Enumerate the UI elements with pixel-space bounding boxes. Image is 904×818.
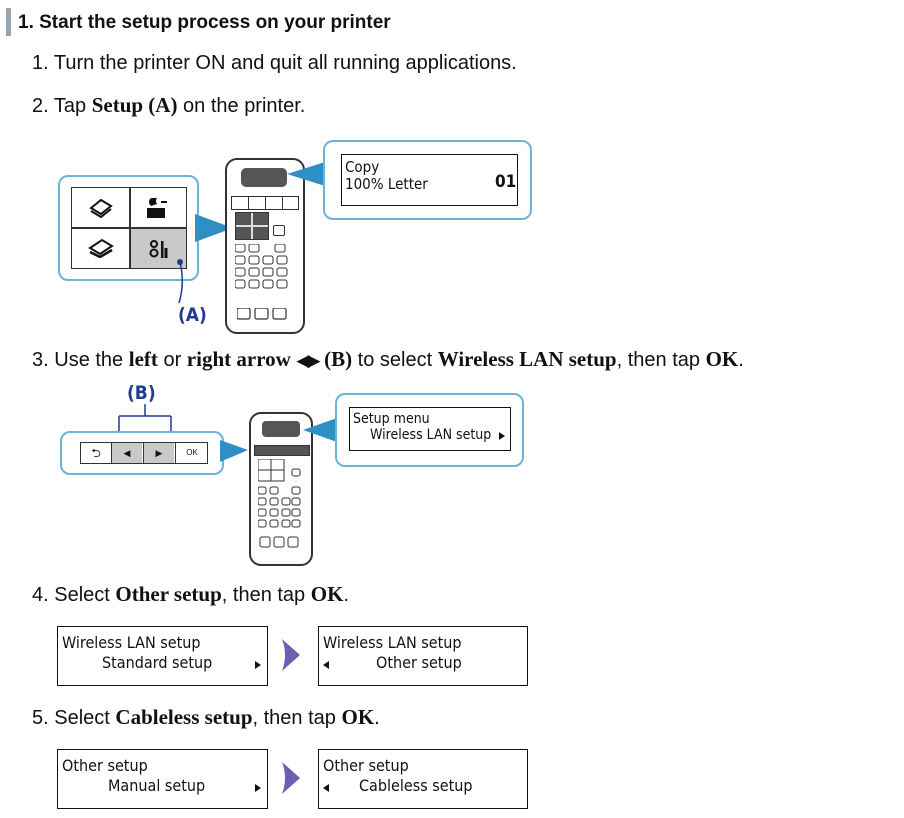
zoom-connector	[195, 214, 233, 242]
step-text: Tap	[53, 95, 92, 117]
lcd-copy-count: 01	[495, 172, 517, 192]
step-number: 5.	[32, 707, 49, 729]
callout-line-a	[177, 259, 183, 304]
panel-numpad	[234, 243, 291, 300]
lcd-left-arrow-icon	[323, 784, 329, 792]
step-2: 2. Tap Setup (A) on the printer.	[32, 93, 305, 118]
step-4: 4. Select Other setup, then tap OK.	[32, 582, 349, 607]
lcd-line-2: Wireless LAN setup	[370, 427, 492, 443]
panel-home-keys	[235, 212, 269, 240]
step-text: , then tap	[252, 707, 342, 729]
step-number: 4.	[32, 584, 49, 606]
left-arrow-key[interactable]: ◀	[111, 443, 142, 463]
step-text: Use the	[54, 349, 129, 371]
lcd-line-1: Wireless LAN setup	[62, 633, 201, 652]
step-bold: Other setup	[115, 582, 222, 606]
printer-panel	[249, 412, 313, 566]
lcd-screen: Setup menu Wireless LAN setup	[349, 407, 511, 451]
arrow-keypad: ⮌ ◀ ▶ OK	[80, 442, 208, 464]
step-1: 1. Turn the printer ON and quit all runn…	[32, 52, 517, 75]
home-keypad	[71, 187, 187, 269]
step-text: Select	[54, 584, 116, 606]
lcd-right-arrow-icon	[255, 784, 261, 792]
step-5: 5. Select Cableless setup, then tap OK.	[32, 705, 380, 730]
panel-lcd	[241, 168, 287, 187]
step-number: 2.	[32, 95, 49, 117]
lcd-line-1: Other setup	[62, 756, 148, 775]
setup-key[interactable]	[131, 229, 186, 268]
step-text: on the printer.	[177, 95, 306, 117]
section-heading: 1. Start the setup process on your print…	[18, 12, 391, 33]
lcd-before-cableless: Other setup Manual setup	[57, 749, 268, 809]
next-arrow-icon	[282, 762, 300, 794]
step-text: to select	[352, 349, 438, 371]
arrow-keys-icon: ◀▶	[296, 351, 320, 370]
step-bold: (B)	[324, 347, 353, 371]
step-text: , then tap	[221, 584, 311, 606]
lcd-right-arrow-icon	[255, 661, 261, 669]
step-text: or	[157, 349, 187, 371]
lcd-right-arrow-icon	[499, 432, 505, 440]
zoom-bubble-keys	[58, 175, 199, 281]
lcd-line-2: Standard setup	[102, 653, 213, 672]
lcd-left-arrow-icon	[323, 661, 329, 669]
heading-bar	[6, 8, 11, 36]
lcd-line-2: Cableless setup	[359, 776, 473, 795]
lcd-bubble: Copy 100% Letter 01	[323, 140, 532, 220]
lcd-line-1: Copy	[345, 158, 380, 176]
setup-icon	[149, 240, 168, 258]
step-bold: Cableless setup	[115, 705, 253, 729]
zoom-bubble-arrows: ⮌ ◀ ▶ OK	[60, 431, 224, 475]
panel-top-keys	[231, 196, 299, 210]
lcd-line-1: Wireless LAN setup	[323, 633, 462, 652]
step-bold: Wireless LAN setup	[437, 347, 617, 371]
right-arrow-key[interactable]: ▶	[143, 443, 174, 463]
back-key[interactable]: ⮌	[91, 446, 101, 460]
step-text: .	[738, 349, 744, 371]
step-bold: OK	[705, 347, 739, 371]
lcd-before-other: Wireless LAN setup Standard setup	[57, 626, 268, 686]
step-bold: left	[128, 347, 158, 371]
step-3: 3. Use the left or right arrow ◀▶ (B) to…	[32, 347, 744, 372]
lcd-connector	[303, 418, 337, 442]
lcd-connector	[287, 162, 325, 186]
printer-panel	[225, 158, 305, 334]
step-bold: right arrow	[186, 347, 291, 371]
figure-arrow-keys: (B) ⮌ ◀ ▶ OK	[55, 380, 535, 570]
step-text: Turn the printer ON and quit all running…	[53, 52, 517, 74]
step-number: 1.	[32, 52, 49, 74]
fax-icon	[147, 198, 167, 218]
step-text: .	[343, 584, 349, 606]
panel-lcd	[262, 421, 300, 437]
step-text: , then tap	[616, 349, 706, 371]
lcd-after-other: Wireless LAN setup Other setup	[318, 626, 528, 686]
panel-numpad	[257, 458, 308, 556]
step-number: 3.	[32, 349, 49, 371]
scan-icon	[88, 238, 114, 258]
callout-label-a: (A)	[178, 304, 207, 326]
next-arrow-icon	[282, 639, 300, 671]
lcd-bubble: Setup menu Wireless LAN setup	[335, 393, 524, 467]
copy-icon	[89, 198, 113, 218]
lcd-screen: Copy 100% Letter 01	[341, 154, 518, 206]
lcd-line-2: Other setup	[376, 653, 462, 672]
lcd-after-cableless: Other setup Cableless setup	[318, 749, 528, 809]
lcd-line-1: Other setup	[323, 756, 409, 775]
lcd-line-1: Setup menu	[353, 411, 430, 427]
zoom-connector	[220, 440, 248, 462]
step-bold: Setup (A)	[91, 93, 178, 117]
ok-key[interactable]: OK	[175, 443, 208, 463]
panel-arrow-keys	[254, 445, 310, 456]
panel-bottom-keys	[236, 307, 297, 329]
step-text: .	[374, 707, 380, 729]
figure-setup-button: (A)	[55, 138, 535, 334]
lcd-line-2: 100% Letter	[345, 175, 428, 193]
step-bold: OK	[310, 582, 344, 606]
lcd-line-2: Manual setup	[108, 776, 206, 795]
step-text: Select	[54, 707, 116, 729]
step-bold: OK	[341, 705, 375, 729]
callout-label-b: (B)	[127, 382, 156, 404]
